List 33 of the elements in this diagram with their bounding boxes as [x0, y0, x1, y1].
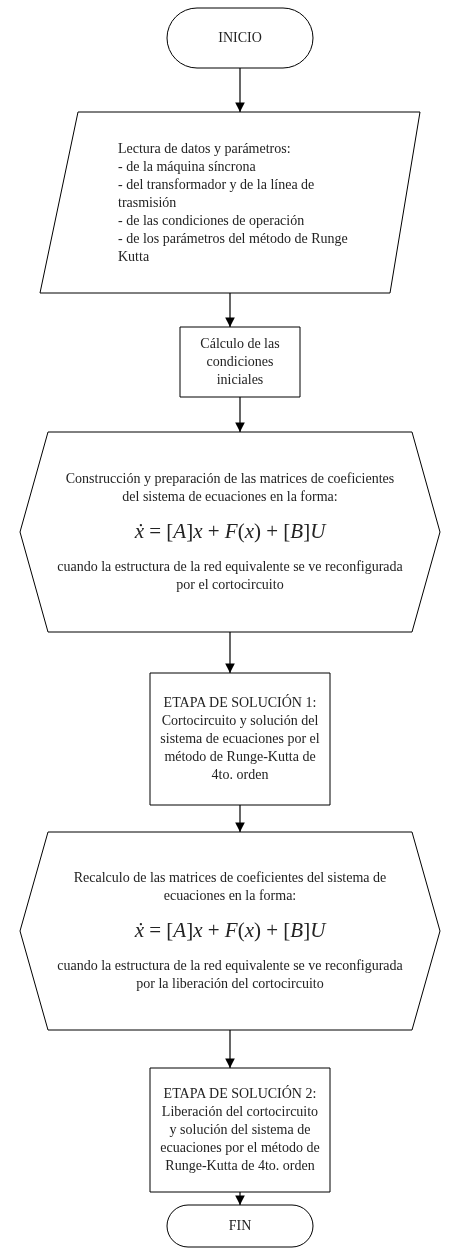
arrow — [235, 1191, 245, 1206]
process-box — [150, 1068, 330, 1192]
stage-heading: ETAPA DE SOLUCIÓN 2: — [162, 1085, 318, 1103]
label-text: INICIO — [217, 29, 263, 47]
terminal-end — [167, 1205, 313, 1247]
arrow — [235, 67, 245, 113]
label-text: FIN — [227, 1217, 253, 1235]
description-text: Cortocircuito y solución del sistema de ecuaciones por el método de Runge-Kutta de 4to. orden — [159, 712, 321, 784]
description-text: cuando la estructura de la red equivalente se ve reconfigurada por la liberación del cortocircuito — [56, 957, 404, 993]
arrow — [225, 292, 235, 328]
list-item: - de las condiciones de operación — [118, 211, 306, 230]
preparation-hexagon — [20, 832, 440, 1030]
label-text: Cálculo de las condiciones iniciales — [199, 335, 281, 389]
arrow — [225, 1029, 235, 1069]
description-text: Construcción y preparación de las matrices de coeficientes del sistema de ecuaciones en la forma: — [64, 470, 396, 506]
equation: ẋ = [A]x + F(x) + [B]U — [134, 518, 326, 544]
equation: ẋ = [A]x + F(x) + [B]U — [134, 917, 326, 943]
arrow — [235, 804, 245, 833]
description-text: Recalculo de las matrices de coeficientes del sistema de ecuaciones en la forma: — [72, 869, 388, 905]
input-parallelogram — [40, 112, 420, 293]
heading-text: Lectura de datos y parámetros: — [118, 139, 292, 158]
list-item: - de los parámetros del método de Runge Kutta — [118, 229, 349, 266]
arrow — [225, 631, 235, 674]
stage-heading: ETAPA DE SOLUCIÓN 1: — [162, 694, 318, 712]
terminal-start — [167, 8, 313, 68]
process-box — [150, 673, 330, 805]
process-box — [180, 327, 300, 397]
preparation-hexagon — [20, 432, 440, 632]
description-text: Liberación del cortocircuito y solución del sistema de ecuaciones por el método de Runge-Kutta de 4to. orden — [159, 1103, 321, 1175]
list-item: - del transformador y de la línea de trasmisión — [118, 175, 316, 212]
list-item: - de la máquina síncrona — [118, 157, 257, 176]
description-text: cuando la estructura de la red equivalente se ve reconfigurada por el cortocircuito — [56, 558, 404, 594]
arrow — [235, 396, 245, 433]
